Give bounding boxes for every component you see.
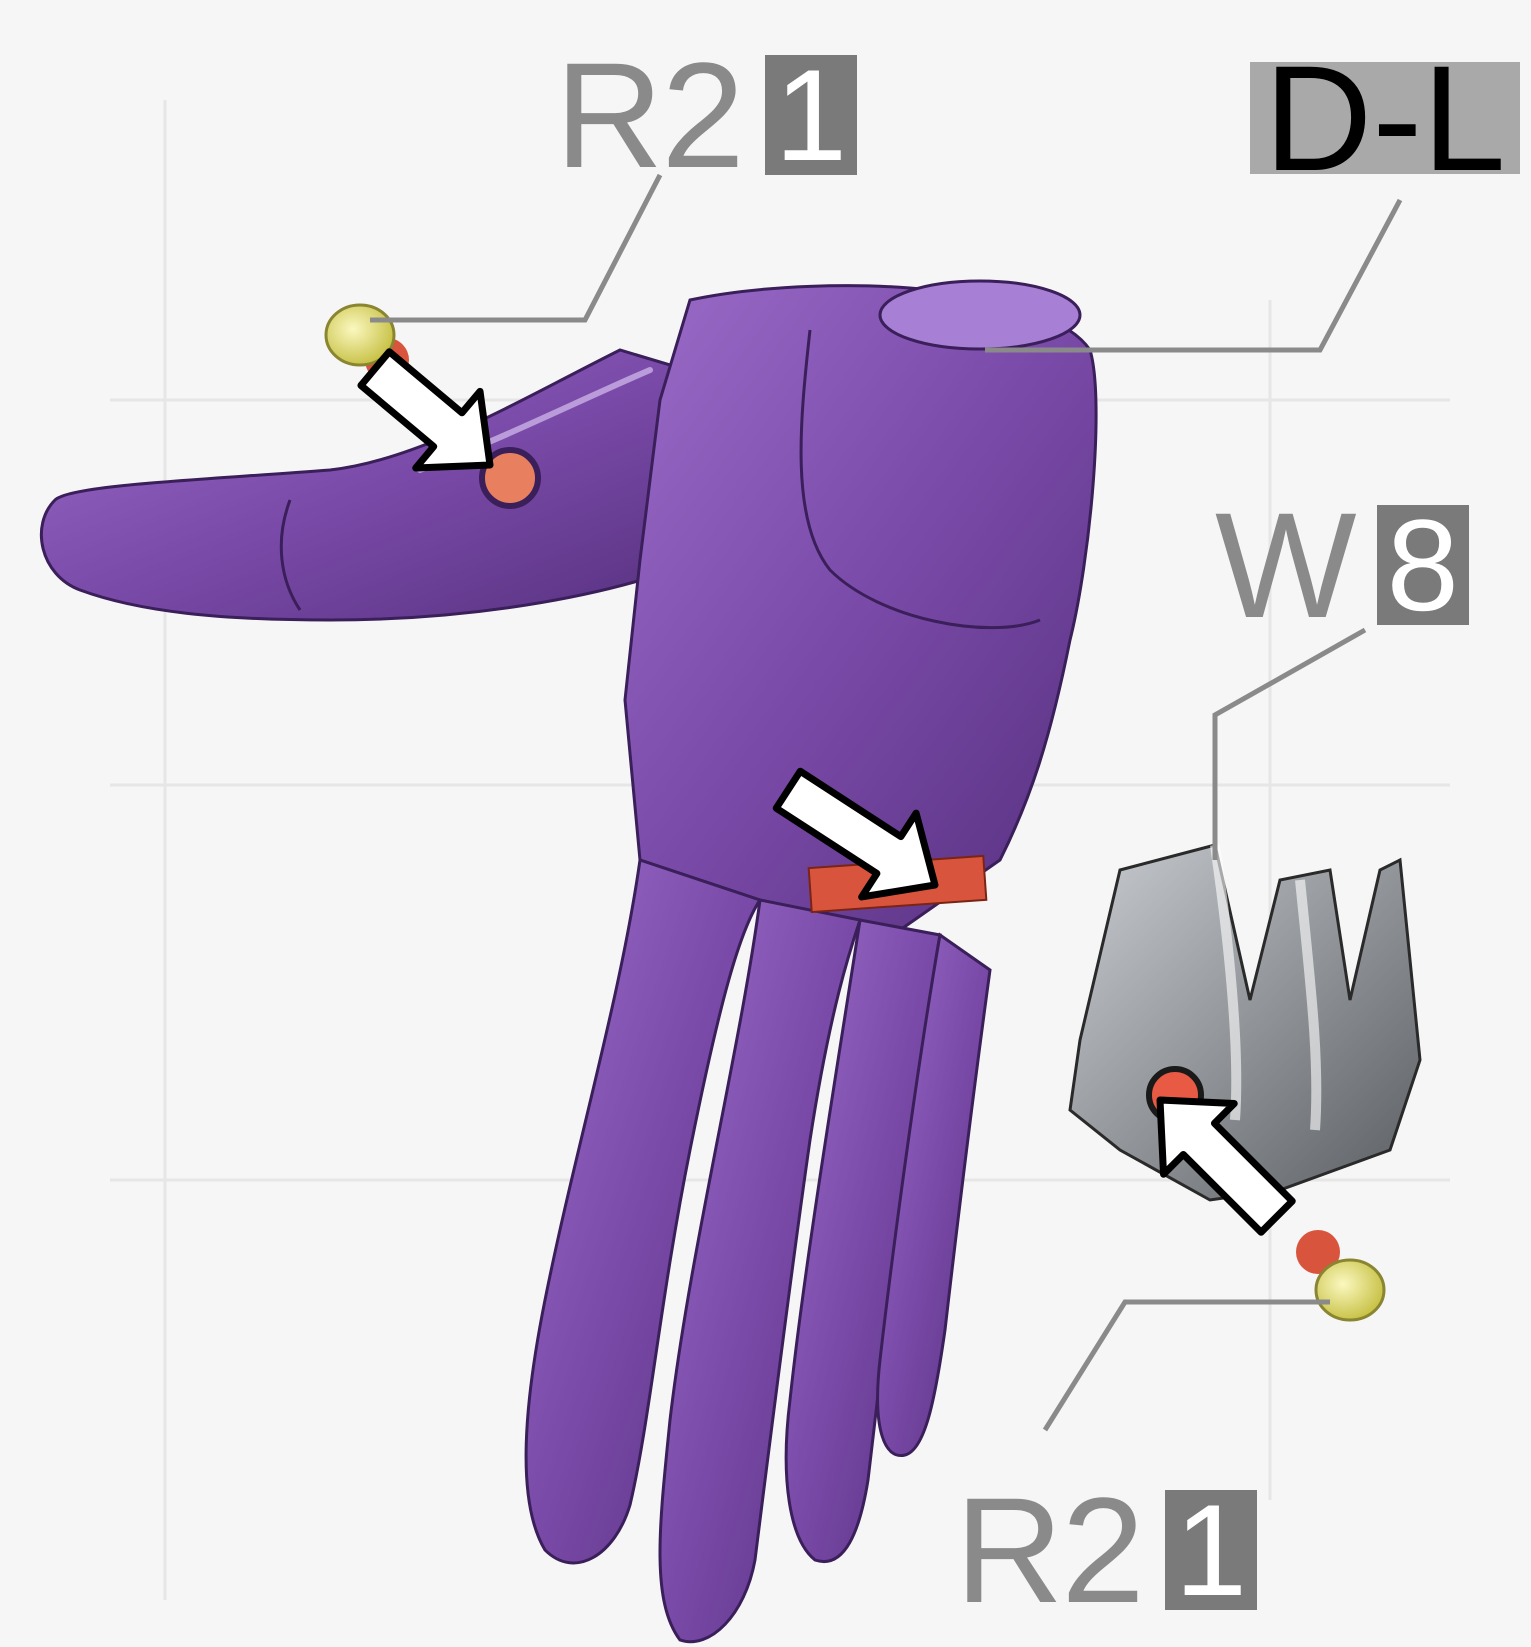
attachment-part: [1070, 845, 1420, 1200]
quantity-box: 1: [1165, 1490, 1257, 1610]
wrist-top: [880, 281, 1080, 349]
callout-dl: D-L: [1250, 62, 1520, 174]
callout-r2-top: R2 1: [555, 40, 857, 190]
part-code: R2: [555, 40, 743, 190]
quantity-box: 8: [1377, 505, 1469, 625]
leader-line-w: [1215, 630, 1365, 860]
leader-line-bottom: [1045, 1302, 1330, 1430]
pin-bottom: [1296, 1230, 1384, 1320]
hand-part: [41, 281, 1096, 1642]
part-code: W: [1215, 490, 1355, 640]
callout-w: W 8: [1215, 490, 1469, 640]
quantity-box: 1: [765, 55, 857, 175]
callout-r2-bottom: R2 1: [955, 1475, 1257, 1625]
tag-box: D-L: [1250, 62, 1520, 174]
part-code: R2: [955, 1475, 1143, 1625]
